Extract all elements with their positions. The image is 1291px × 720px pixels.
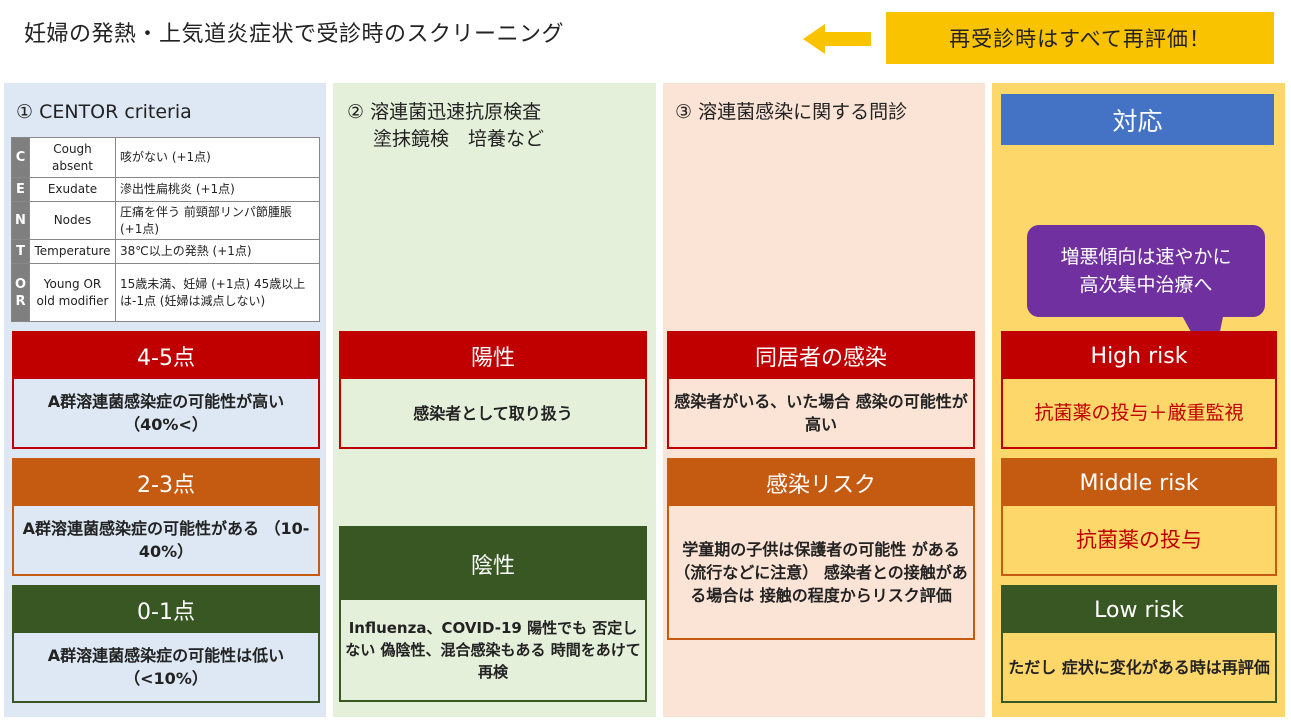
rapid-test-column: ② 溶連菌迅速抗原検査 塗抹鏡検 培養など 陽性 感染者として取り扱う 陰性 I… xyxy=(333,83,656,717)
interview-heading: ③ 溶連菌感染に関する問診 xyxy=(675,101,908,123)
centor-criterion: Exudate xyxy=(29,177,116,202)
rapid-test-heading-line1: ② 溶連菌迅速抗原検査 xyxy=(347,101,542,123)
negative-title: 陰性 xyxy=(341,528,645,600)
low-risk-body: ただし 症状に変化がある時は再評価 xyxy=(1008,657,1270,677)
household-title: 同居者の感染 xyxy=(669,333,973,379)
high-risk-title: High risk xyxy=(1003,333,1275,379)
rapid-test-heading-line2: 塗抹鏡検 培養など xyxy=(373,128,545,150)
score-2-3-title: 2-3点 xyxy=(14,460,318,506)
positive-card: 陽性 感染者として取り扱う xyxy=(339,331,647,449)
centor-table: C Cough absent 咳がない (+1点) E Exudate 滲出性扁… xyxy=(11,137,320,322)
escalation-callout: 増悪傾向は速やかに 高次集中治療へ xyxy=(1027,225,1265,317)
reevaluate-banner: 再受診時はすべて再評価！ xyxy=(886,12,1274,64)
infection-risk-title: 感染リスク xyxy=(669,460,973,506)
centor-letter: N xyxy=(11,201,30,240)
escalation-callout-line1: 増悪傾向は速やかに xyxy=(1060,246,1232,268)
centor-criterion: Temperature xyxy=(29,239,116,264)
score-4-5-body: A群溶連菌感染症の可能性が高い （40%<） xyxy=(47,392,285,434)
middle-risk-title: Middle risk xyxy=(1003,460,1275,506)
positive-title: 陽性 xyxy=(341,333,645,379)
household-body: 感染者がいる、いた場合 感染の可能性が高い xyxy=(674,392,968,434)
centor-row-e: E Exudate 滲出性扁桃炎 (+1点) xyxy=(11,177,320,202)
response-heading: 対応 xyxy=(1001,94,1274,145)
centor-criterion: Young OR old modifier xyxy=(29,263,116,322)
centor-row-c: C Cough absent 咳がない (+1点) xyxy=(11,137,320,178)
page-title: 妊婦の発熱・上気道炎症状で受診時のスクリーニング xyxy=(24,22,565,47)
high-risk-card: High risk 抗菌薬の投与＋厳重監視 xyxy=(1001,331,1277,449)
centor-letter: O R xyxy=(11,263,30,322)
centor-points: 咳がない (+1点) xyxy=(115,137,320,178)
centor-heading: ① CENTOR criteria xyxy=(16,101,192,123)
score-2-3-card: 2-3点 A群溶連菌感染症の可能性がある （10-40%） xyxy=(12,458,320,576)
centor-letter: E xyxy=(11,177,30,202)
centor-row-n: N Nodes 圧痛を伴う 前頸部リンパ節腫脹 (+1点) xyxy=(11,201,320,240)
centor-points: 圧痛を伴う 前頸部リンパ節腫脹 (+1点) xyxy=(115,201,320,240)
negative-body: Influenza、COVID-19 陽性でも 否定しない 偽陰性、混合感染もあ… xyxy=(345,619,641,681)
centor-criterion: Cough absent xyxy=(29,137,116,178)
infection-risk-card: 感染リスク 学童期の子供は保護者の可能性 がある（流行などに注意） 感染者との接… xyxy=(667,458,975,640)
high-risk-body: 抗菌薬の投与＋厳重監視 xyxy=(1034,401,1244,424)
low-risk-card: Low risk ただし 症状に変化がある時は再評価 xyxy=(1001,585,1277,703)
score-0-1-body: A群溶連菌感染症の可能性は低い （<10%） xyxy=(47,646,285,688)
low-risk-title: Low risk xyxy=(1003,587,1275,633)
centor-points: 15歳未満、妊婦 (+1点) 45歳以上は-1点 (妊婦は減点しない) xyxy=(115,263,320,322)
centor-row-or: O R Young OR old modifier 15歳未満、妊婦 (+1点)… xyxy=(11,263,320,322)
middle-risk-card: Middle risk 抗菌薬の投与 xyxy=(1001,458,1277,576)
negative-card: 陰性 Influenza、COVID-19 陽性でも 否定しない 偽陰性、混合感… xyxy=(339,526,647,702)
household-card: 同居者の感染 感染者がいる、いた場合 感染の可能性が高い xyxy=(667,331,975,449)
score-4-5-card: 4-5点 A群溶連菌感染症の可能性が高い （40%<） xyxy=(12,331,320,449)
score-4-5-title: 4-5点 xyxy=(14,333,318,379)
centor-letter: T xyxy=(11,239,30,264)
score-0-1-title: 0-1点 xyxy=(14,587,318,633)
score-2-3-body: A群溶連菌感染症の可能性がある （10-40%） xyxy=(22,519,310,561)
centor-criterion: Nodes xyxy=(29,201,116,240)
positive-body: 感染者として取り扱う xyxy=(413,403,573,423)
interview-column: ③ 溶連菌感染に関する問診 同居者の感染 感染者がいる、いた場合 感染の可能性が… xyxy=(663,83,985,717)
infection-risk-body: 学童期の子供は保護者の可能性 がある（流行などに注意） 感染者との接触がある場合… xyxy=(674,539,968,605)
left-arrow-icon xyxy=(803,24,871,54)
centor-row-t: T Temperature 38℃以上の発熱 (+1点) xyxy=(11,239,320,264)
centor-letter: C xyxy=(11,137,30,178)
centor-points: 38℃以上の発熱 (+1点) xyxy=(115,239,320,264)
centor-column: ① CENTOR criteria C Cough absent 咳がない (+… xyxy=(4,83,326,717)
centor-points: 滲出性扁桃炎 (+1点) xyxy=(115,177,320,202)
score-0-1-card: 0-1点 A群溶連菌感染症の可能性は低い （<10%） xyxy=(12,585,320,703)
middle-risk-body: 抗菌薬の投与 xyxy=(1076,527,1202,552)
escalation-callout-line2: 高次集中治療へ xyxy=(1079,274,1213,296)
